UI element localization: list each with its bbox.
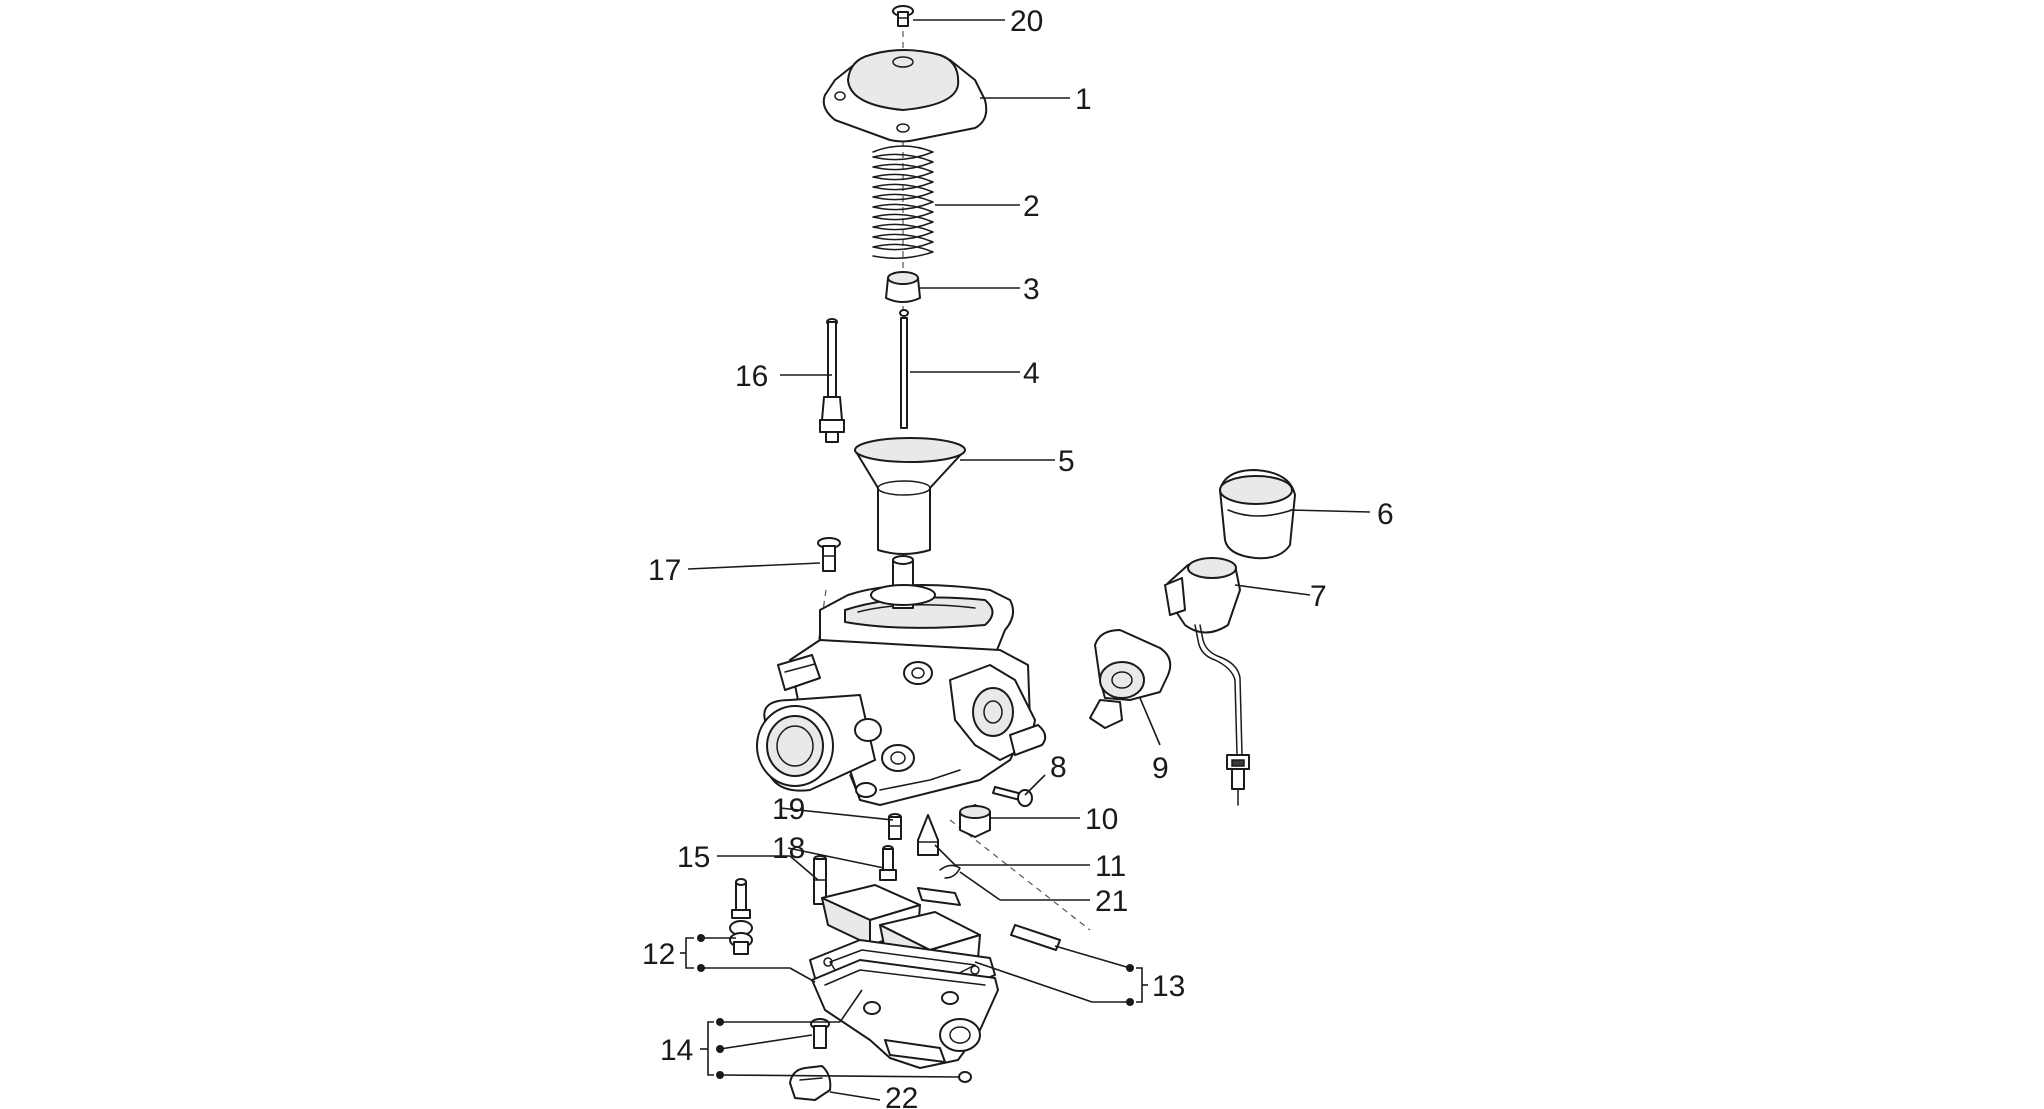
part-11-float-needle [917, 814, 939, 856]
part-8-screw [992, 786, 1033, 807]
callout-18: 18 [772, 832, 805, 865]
callout-16: 16 [735, 360, 768, 393]
part-5-piston [854, 437, 966, 555]
callout-7: 7 [1310, 580, 1327, 613]
center-axis [809, 20, 1091, 931]
leader-lines [687, 19, 1371, 1101]
callout-22: 22 [885, 1082, 918, 1109]
callout-21: 21 [1095, 885, 1128, 918]
callout-9: 9 [1152, 752, 1169, 785]
part-14-bowl-screw [958, 1071, 972, 1083]
part-9-element [1089, 629, 1172, 729]
part-12-screw-set [729, 878, 753, 955]
part-6-sleeve [1219, 469, 1296, 560]
part-3-retainer [885, 271, 921, 303]
callout-5: 5 [1058, 445, 1075, 478]
part-14-drain-screw [810, 1018, 830, 1049]
float-bowl [811, 959, 999, 1069]
bracket-12 [680, 934, 705, 972]
part-10-nut [959, 804, 991, 838]
callout-17: 17 [648, 554, 681, 587]
callout-11: 11 [1095, 850, 1126, 883]
bracket-13 [1126, 964, 1148, 1006]
callout-8: 8 [1050, 751, 1067, 784]
part-19-jet [888, 813, 902, 840]
callout-4: 4 [1023, 357, 1040, 390]
carburetor-body [756, 555, 1047, 806]
callout-20: 20 [1010, 5, 1043, 38]
callout-2: 2 [1023, 190, 1040, 223]
part-20-screw [892, 5, 914, 27]
part-22-clamp [789, 1065, 832, 1101]
part-2-spring [872, 145, 934, 259]
bracket-14 [700, 1018, 724, 1079]
callout-14: 14 [660, 1034, 693, 1067]
callout-13: 13 [1152, 970, 1185, 1003]
callout-3: 3 [1023, 273, 1040, 306]
callout-15: 15 [677, 841, 710, 874]
part-15-jet [813, 855, 827, 905]
part-16-jet [819, 318, 845, 443]
part-17-screw [817, 537, 841, 572]
callout-12: 12 [642, 938, 675, 971]
part-1-cover [822, 49, 988, 143]
callout-1: 1 [1075, 83, 1092, 116]
part-7-choke [1164, 557, 1250, 806]
callout-labels: 20 1 2 3 4 5 6 7 9 8 10 11 21 13 16 17 1… [642, 5, 1394, 1109]
callout-6: 6 [1377, 498, 1394, 531]
callout-19: 19 [772, 793, 805, 826]
callout-10: 10 [1085, 803, 1118, 836]
part-4-needle [899, 309, 909, 429]
part-18-jet [879, 845, 897, 881]
part-21-clip [939, 864, 961, 879]
